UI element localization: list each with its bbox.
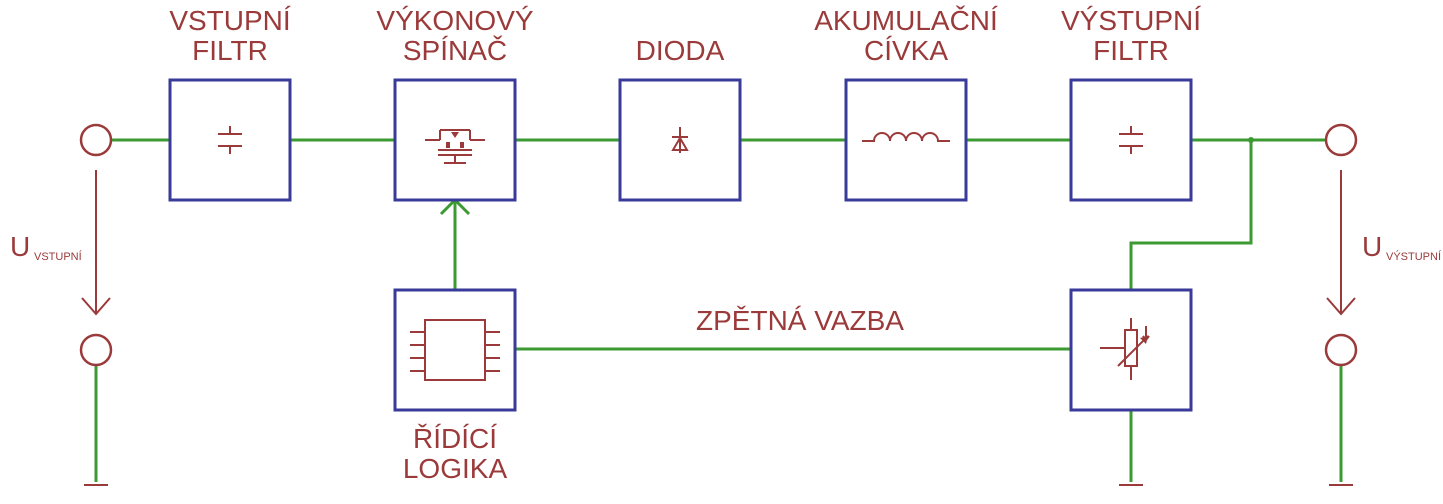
output-filter-label-line1: VÝSTUPNÍ [1061, 5, 1201, 36]
inductor-icon [862, 132, 950, 142]
feedback-sensor-box [1069, 288, 1193, 412]
input-terminal-bottom [79, 333, 113, 367]
block-diode: DIODA [618, 35, 742, 202]
power-switch-label-line2: SPÍNAČ [403, 35, 507, 66]
input-filter-label-line2: FILTR [192, 35, 268, 66]
mosfet-icon [425, 129, 485, 164]
capacitor-icon [218, 126, 242, 154]
output-filter-label-line2: FILTR [1093, 35, 1169, 66]
input-filter-label-line1: VSTUPNÍ [169, 5, 291, 36]
control-logic-label-line2: LOGIKA [403, 453, 508, 484]
block-inductor: AKUMULAČNÍ CÍVKA [814, 5, 998, 202]
input-terminals: U VSTUPNÍ [10, 123, 113, 367]
junction-dot [1248, 137, 1254, 143]
output-terminal-top [1324, 123, 1358, 157]
block-output-filter: VÝSTUPNÍ FILTR [1061, 5, 1201, 202]
output-voltage-arrowhead-icon [1326, 297, 1356, 316]
block-control-logic: ŘÍDÍCÍ LOGIKA [393, 288, 517, 484]
output-voltage-symbol: U [1362, 231, 1382, 262]
control-logic-label-line1: ŘÍDÍCÍ [413, 423, 497, 454]
diode-icon [671, 127, 689, 153]
inductor-label-line1: AKUMULAČNÍ [814, 5, 998, 36]
input-voltage-arrowhead-icon [81, 297, 111, 316]
input-voltage-subscript: VSTUPNÍ [34, 250, 83, 263]
output-filter-box [1069, 78, 1193, 202]
power-switch-label-line1: VÝKONOVÝ [376, 5, 533, 36]
output-voltage-subscript: VÝSTUPNÍ [1386, 250, 1442, 263]
output-terminal-bottom [1324, 333, 1358, 367]
input-voltage-symbol: U [10, 231, 30, 262]
control-logic-box [393, 288, 517, 412]
potentiometer-icon [1100, 318, 1150, 380]
capacitor-icon [1119, 126, 1143, 154]
input-filter-box [168, 78, 292, 202]
block-input-filter: VSTUPNÍ FILTR [168, 5, 292, 202]
power-switch-box [393, 78, 517, 202]
output-terminals: U VÝSTUPNÍ [1324, 123, 1442, 367]
feedback-label: ZPĚTNÁ VAZBA [696, 305, 904, 336]
block-power-switch: VÝKONOVÝ SPÍNAČ [376, 5, 534, 202]
ic-chip-icon [410, 319, 500, 381]
wire-output-tap [1129, 140, 1253, 290]
diode-label: DIODA [636, 35, 725, 66]
inductor-label-line2: CÍVKA [864, 35, 948, 66]
input-terminal-top [79, 123, 113, 157]
block-feedback-sensor [1069, 288, 1193, 412]
